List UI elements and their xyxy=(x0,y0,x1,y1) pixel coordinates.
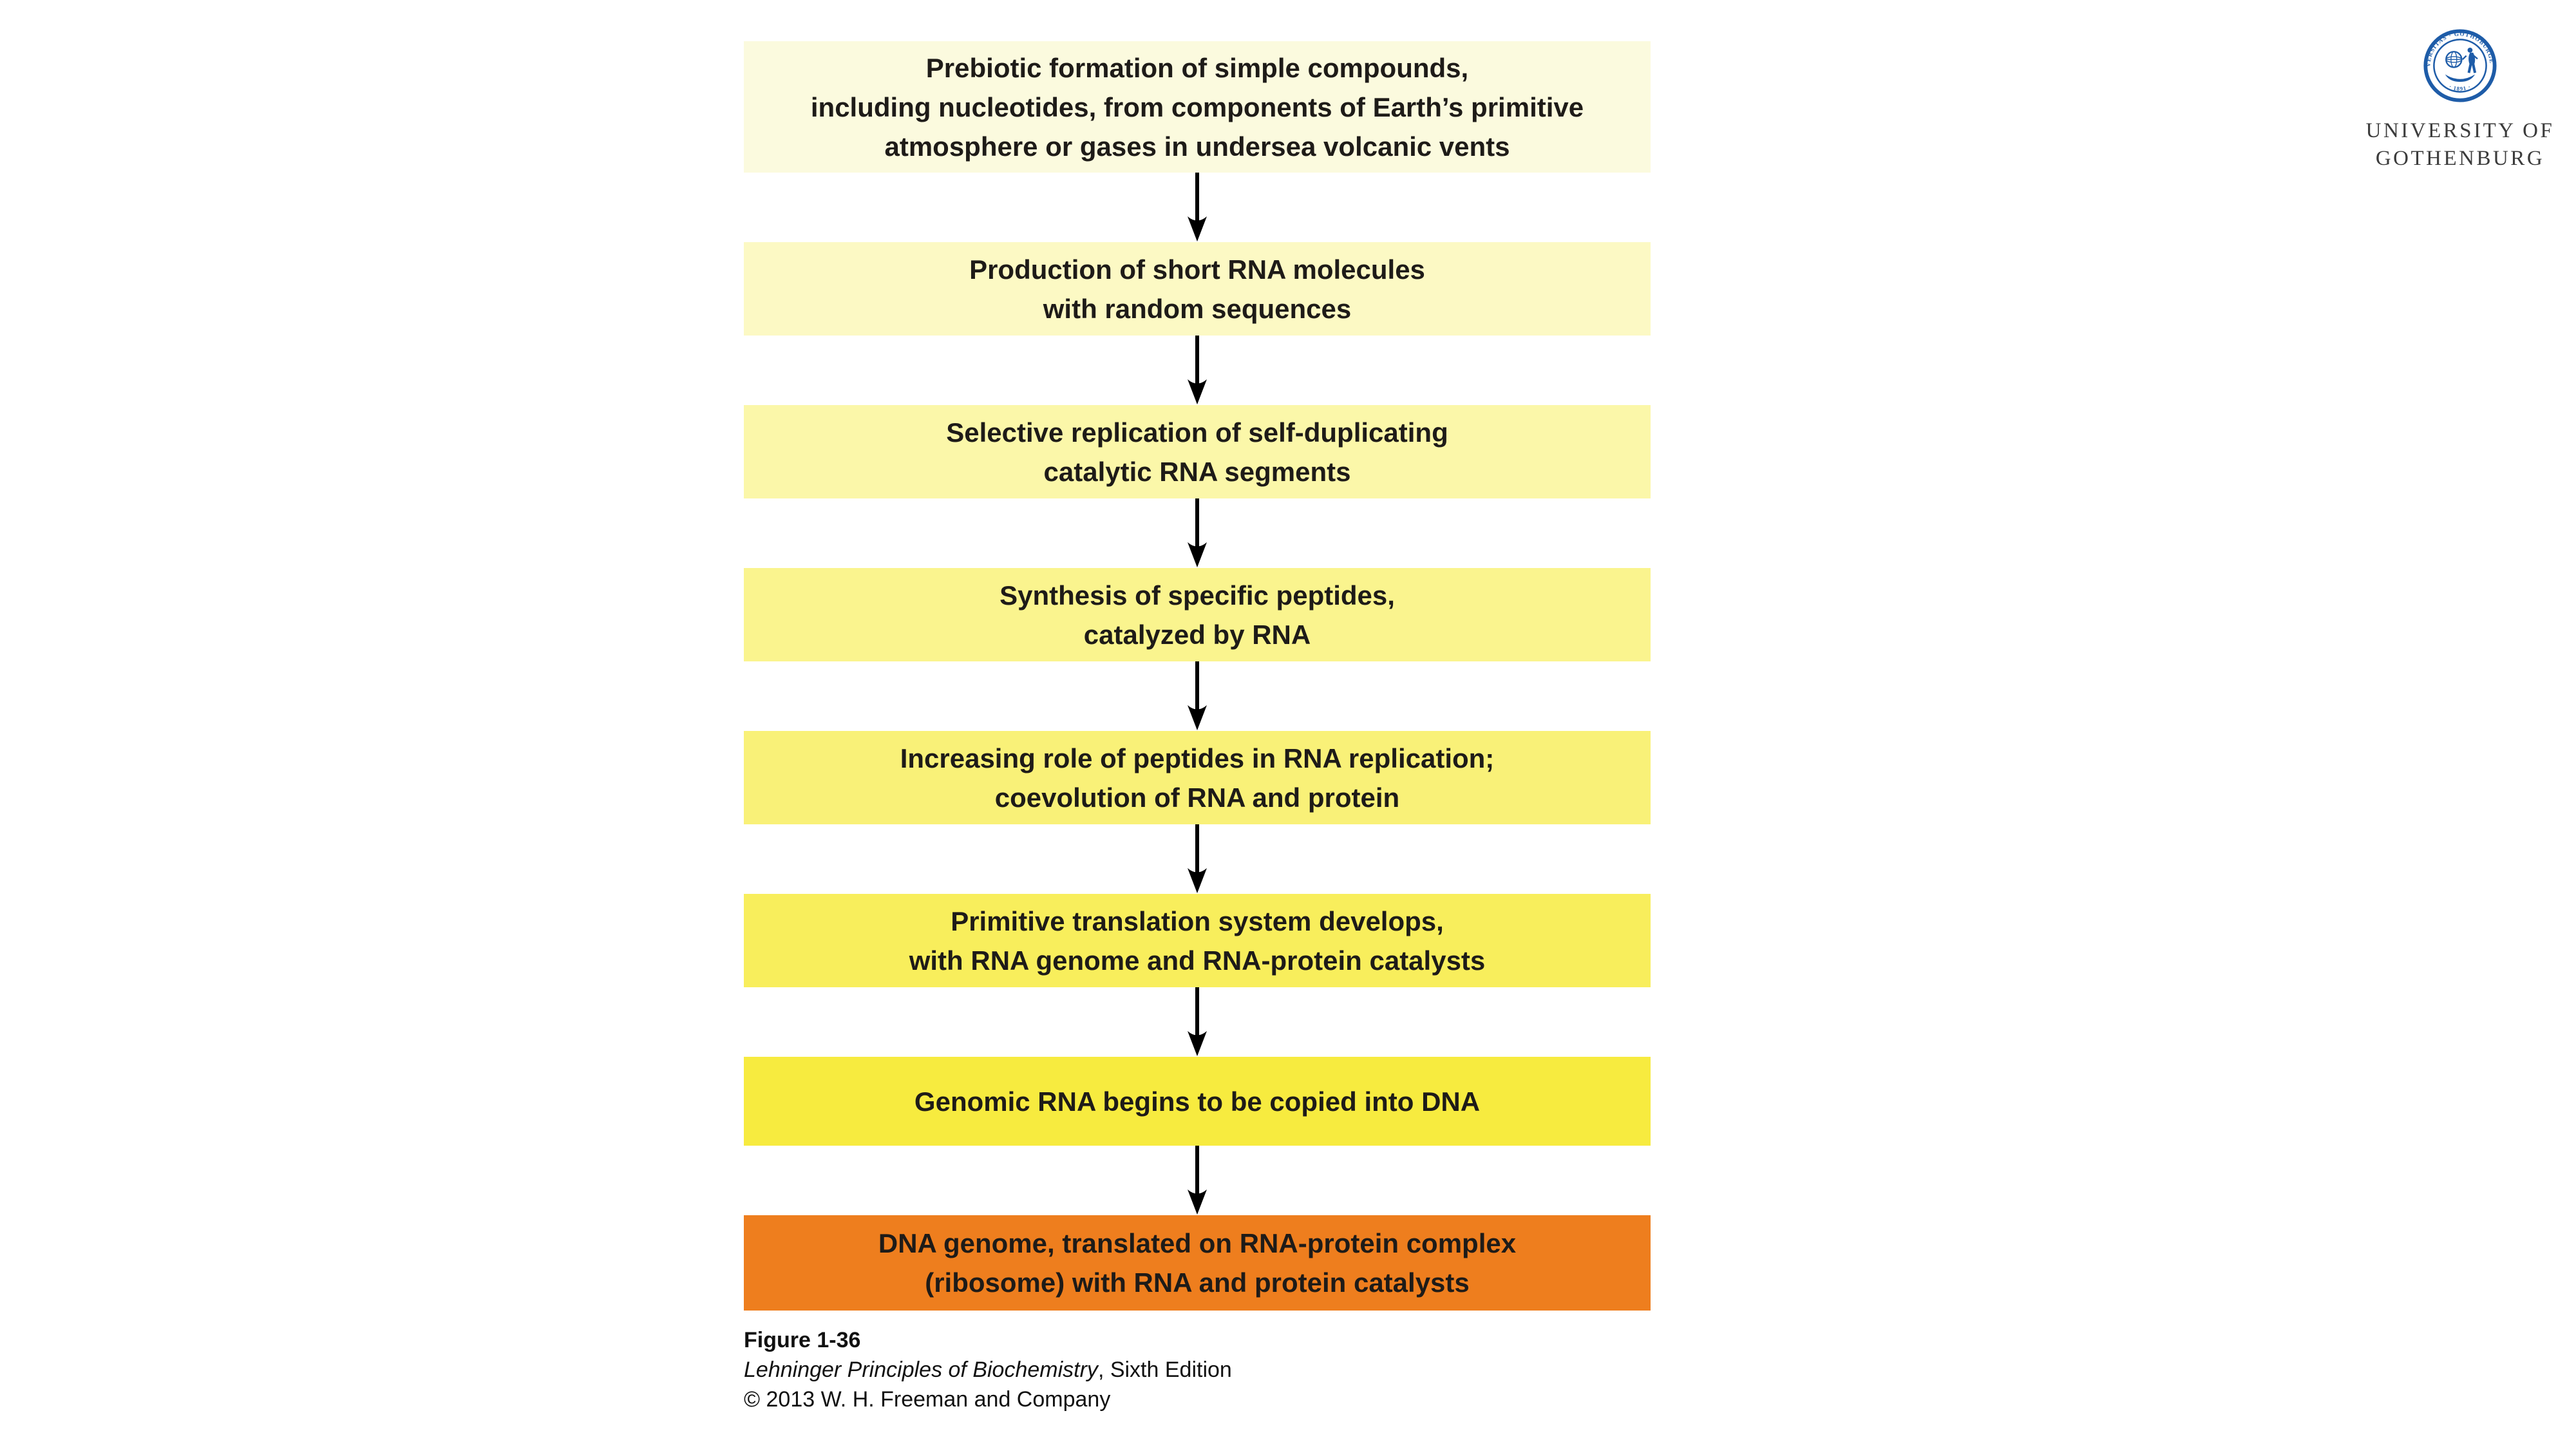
down-arrow-icon xyxy=(744,498,1651,568)
figure-label: Figure 1-36 xyxy=(744,1328,861,1352)
flow-step-2-label: Production of short RNA molecules with r… xyxy=(969,254,1425,324)
copyright-line: © 2013 W. H. Freeman and Company xyxy=(744,1387,1111,1412)
down-arrow-icon xyxy=(744,173,1651,242)
flow-step-4-label: Synthesis of specific peptides, catalyze… xyxy=(999,580,1395,650)
svg-text:· 1891 ·: · 1891 · xyxy=(2448,83,2472,92)
flowchart: Prebiotic formation of simple compounds,… xyxy=(744,41,1651,1311)
flow-step-2: Production of short RNA molecules with r… xyxy=(744,242,1651,336)
flow-step-8-label: DNA genome, translated on RNA-protein co… xyxy=(878,1228,1517,1298)
down-arrow-icon xyxy=(744,1146,1651,1215)
seal-figure-icon xyxy=(2462,47,2478,73)
university-wordmark: UNIVERSITY OF GOTHENBURG xyxy=(2366,117,2555,173)
flow-step-1-label: Prebiotic formation of simple compounds,… xyxy=(810,52,1584,162)
flow-step-3: Selective replication of self-duplicatin… xyxy=(744,405,1651,498)
flow-step-6: Primitive translation system develops, w… xyxy=(744,894,1651,987)
flow-step-7-label: Genomic RNA begins to be copied into DNA xyxy=(914,1086,1481,1117)
flow-step-1: Prebiotic formation of simple compounds,… xyxy=(744,41,1651,173)
university-seal-icon: UNIVERSITAS · GOTHOBURGENSIS · 1891 · xyxy=(2423,28,2497,102)
seal-year-text: · 1891 · xyxy=(2448,83,2471,92)
flow-step-4: Synthesis of specific peptides, catalyze… xyxy=(744,568,1651,661)
flow-step-5: Increasing role of peptides in RNA repli… xyxy=(744,731,1651,824)
seal-ship-icon xyxy=(2445,74,2476,82)
book-title: Lehninger Principles of Biochemistry xyxy=(744,1358,1098,1382)
flow-step-6-label: Primitive translation system develops, w… xyxy=(909,905,1486,976)
book-title-line: Lehninger Principles of Biochemistry, Si… xyxy=(744,1355,1232,1385)
down-arrow-icon xyxy=(744,336,1651,405)
figure-caption: Figure 1-36 Lehninger Principles of Bioc… xyxy=(744,1325,1232,1414)
book-edition: , Sixth Edition xyxy=(1097,1358,1232,1382)
flow-step-5-label: Increasing role of peptides in RNA repli… xyxy=(900,743,1495,813)
university-logo: UNIVERSITAS · GOTHOBURGENSIS · 1891 · UN… xyxy=(2325,28,2576,173)
down-arrow-icon xyxy=(744,661,1651,731)
down-arrow-icon xyxy=(744,824,1651,894)
flow-step-7: Genomic RNA begins to be copied into DNA xyxy=(744,1057,1651,1146)
flow-step-3-label: Selective replication of self-duplicatin… xyxy=(946,417,1448,487)
down-arrow-icon xyxy=(744,987,1651,1057)
flow-step-8: DNA genome, translated on RNA-protein co… xyxy=(744,1215,1651,1311)
wordmark-line1: UNIVERSITY OF xyxy=(2365,119,2555,142)
wordmark-line2: GOTHENBURG xyxy=(2375,147,2545,170)
